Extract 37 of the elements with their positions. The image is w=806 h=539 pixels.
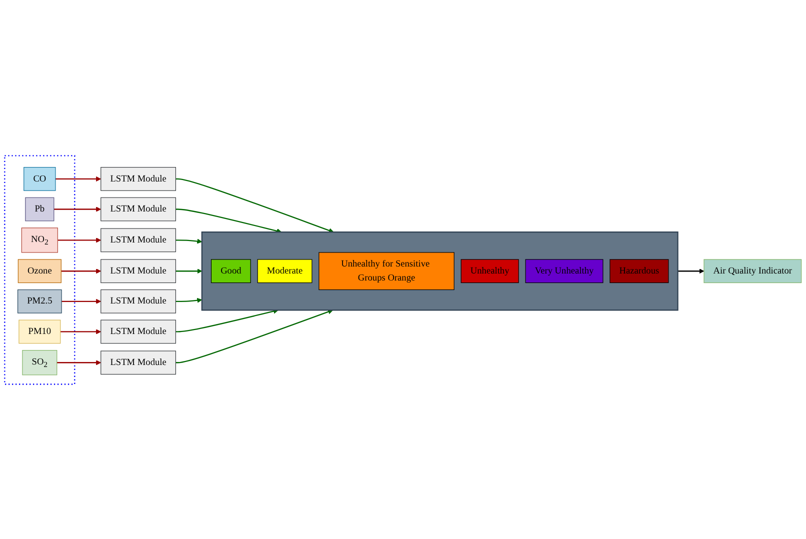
node-box: Hazardous	[610, 258, 669, 283]
node-box: LSTM Module	[100, 166, 176, 190]
arrow	[176, 238, 202, 244]
node-box: LSTM Module	[100, 319, 176, 344]
node-box: Unhealthy for Sensitive Groups Orange	[318, 252, 454, 290]
arrow	[61, 268, 102, 274]
arrow	[176, 268, 202, 274]
node-box: LSTM Module	[100, 196, 176, 221]
node-box: Air Quality Indicator	[704, 258, 802, 283]
arrow	[176, 308, 333, 363]
node-box: PM10	[18, 319, 61, 344]
node-box: LSTM Module	[100, 258, 176, 283]
node-box: Pb	[25, 196, 54, 221]
node-box: LSTM Module	[100, 228, 176, 252]
node-box: Ozone	[18, 258, 62, 283]
arrow	[54, 206, 102, 212]
node-box: CO	[24, 166, 56, 190]
arrow	[58, 237, 102, 242]
node-box: Unhealthy	[460, 258, 519, 283]
node-box: LSTM Module	[100, 289, 176, 313]
arrow	[176, 308, 278, 332]
node-box: Moderate	[257, 258, 312, 283]
arrow	[55, 176, 102, 182]
arrow	[678, 268, 704, 274]
arrow	[60, 328, 102, 334]
node-box: NO$_{2}$	[21, 227, 58, 252]
arrow	[176, 178, 334, 232]
node-box: SO$_{2}$	[22, 350, 58, 375]
node-box: Very Unhealthy	[525, 258, 604, 283]
arrow	[176, 208, 282, 233]
arrow	[56, 360, 102, 365]
arrow	[62, 298, 102, 304]
node-box: PM2.5	[17, 289, 62, 313]
node-box: LSTM Module	[100, 350, 176, 374]
cluster	[201, 231, 678, 310]
node-box: Good	[210, 258, 251, 283]
arrow	[176, 297, 202, 302]
